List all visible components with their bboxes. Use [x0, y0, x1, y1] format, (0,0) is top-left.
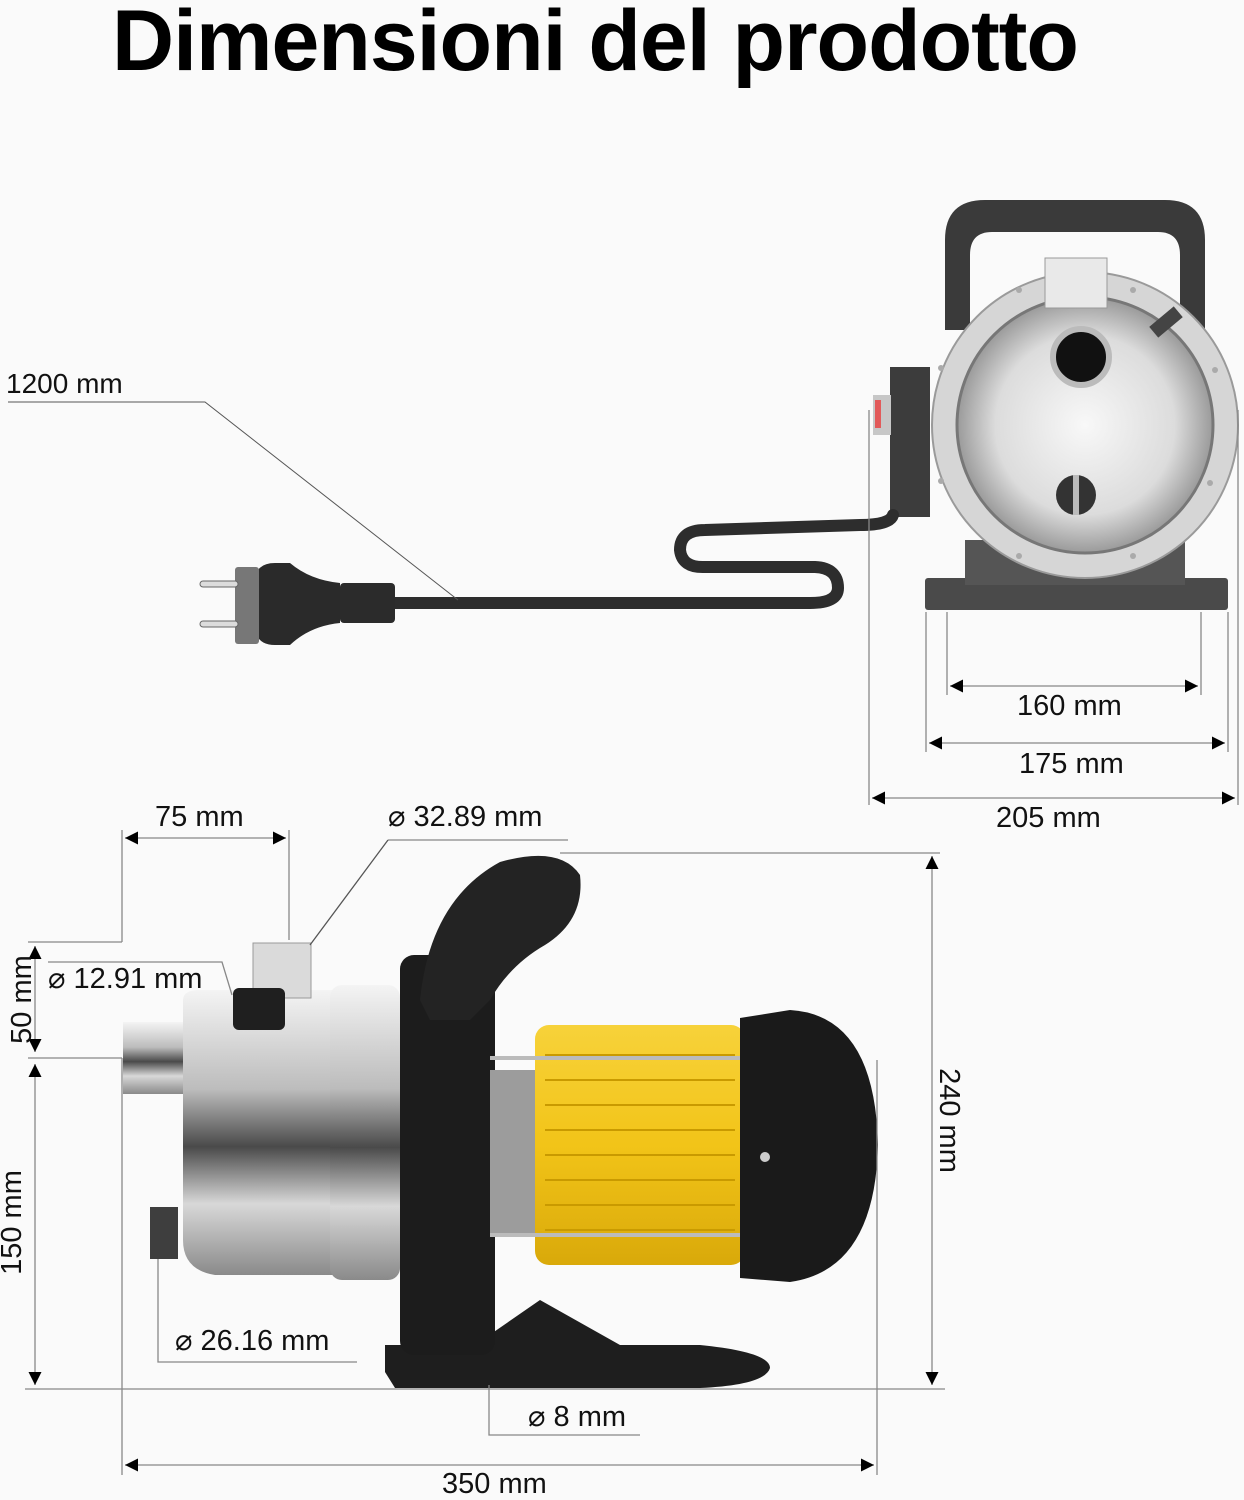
front-view-pump: [873, 200, 1239, 610]
inlet-diameter-label: ⌀ 26.16 mm: [175, 1325, 330, 1357]
page-title: Dimensioni del prodotto: [112, 0, 1079, 89]
side-view-pump: [123, 855, 878, 1388]
mount-hole-diameter-label: ⌀ 8 mm: [528, 1401, 627, 1433]
side-dimensions: [25, 830, 945, 1475]
inlet-height-label: 150 mm: [0, 1170, 28, 1275]
power-cable: [199, 509, 899, 645]
base-outer-width-label: 175 mm: [1019, 748, 1124, 780]
front-dimensions: [868, 410, 1239, 805]
upper-height-label: 50 mm: [5, 955, 38, 1044]
cable-length-label: 1200 mm: [6, 368, 123, 399]
cable-length-leader: [8, 401, 459, 601]
base-inner-width-label: 160 mm: [1017, 690, 1122, 722]
outlet-offset-label: 75 mm: [155, 801, 244, 833]
total-height-label: 240 mm: [932, 1068, 965, 1173]
drain-diameter-label: ⌀ 12.91 mm: [48, 963, 203, 995]
total-width-label: 205 mm: [996, 802, 1101, 834]
outlet-diameter-label: ⌀ 32.89 mm: [388, 801, 543, 833]
total-length-label: 350 mm: [442, 1468, 547, 1500]
